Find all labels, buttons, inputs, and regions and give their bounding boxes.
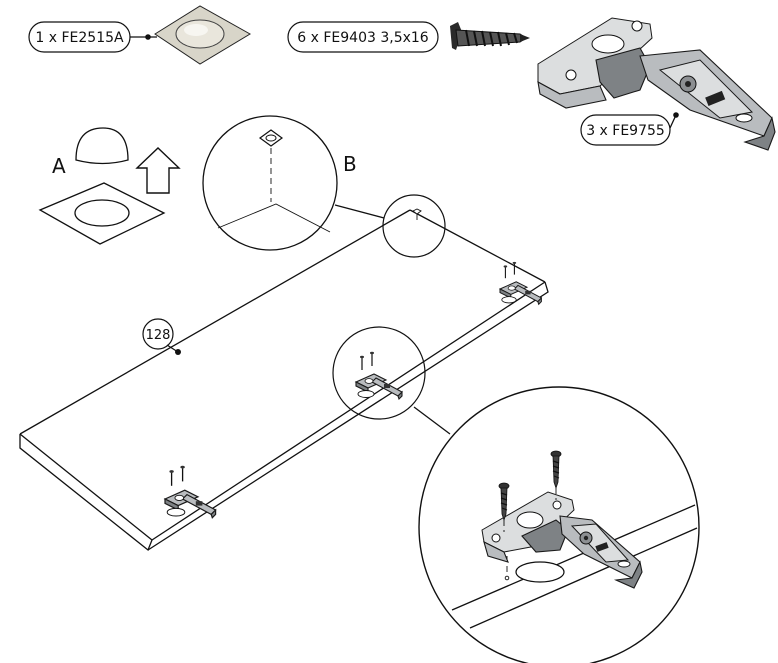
bumper-part-callout: 1 x FE2515A [28, 21, 157, 53]
hinge-detail-circle [418, 386, 700, 663]
screw-part-label: 6 x FE9403 3,5x16 [297, 30, 429, 46]
hinge-part-label: 3 x FE9755 [586, 123, 665, 139]
hinge-image [537, 17, 776, 151]
screw-part-callout: 6 x FE9403 3,5x16 [287, 21, 439, 53]
screw-image [450, 22, 530, 50]
panel-callout: 128 [142, 318, 181, 355]
bumper-pad-image [154, 5, 251, 65]
bumper-part-label: 1 x FE2515A [35, 30, 124, 46]
step-b-label: B [343, 152, 357, 176]
detail-screw-right [550, 450, 562, 500]
step-a-illustration: A [38, 127, 181, 245]
bumper-position-circle [382, 194, 446, 258]
detail-connector [413, 406, 451, 435]
panel [19, 209, 549, 552]
step-a-label: A [52, 154, 66, 178]
step-b-detail: B [202, 115, 385, 251]
hinge-part-callout: 3 x FE9755 [580, 112, 679, 146]
detail-screw-left [498, 482, 510, 532]
panel-hinge-middle [332, 326, 426, 420]
panel-label: 128 [146, 328, 171, 343]
